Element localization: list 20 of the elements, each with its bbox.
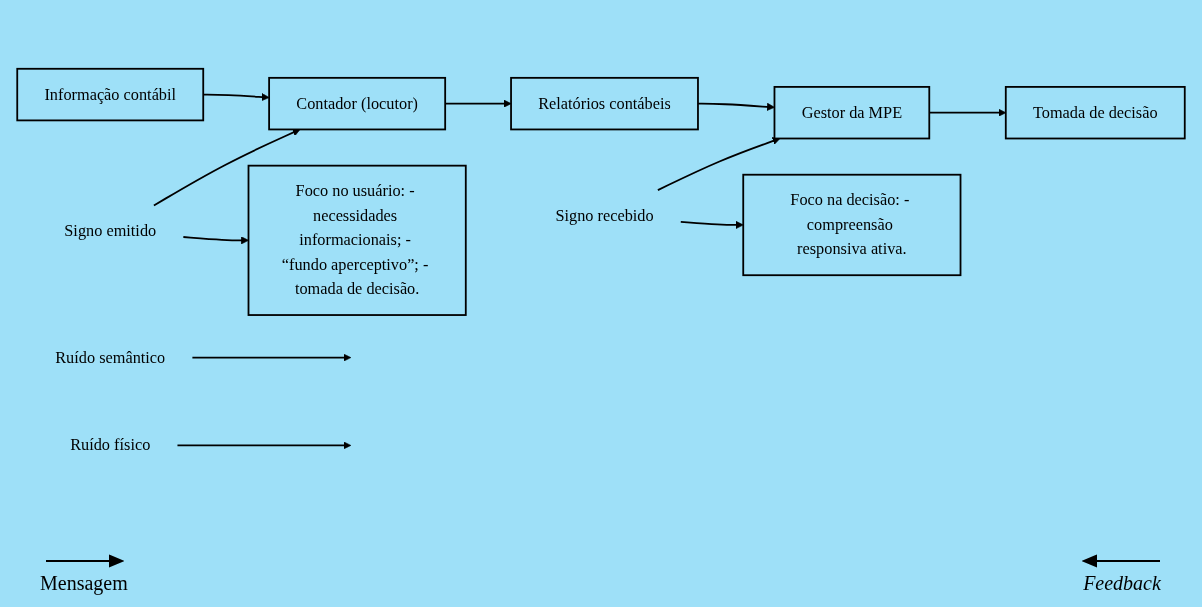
node-box: Gestor da MPE [773, 86, 931, 140]
arrow [697, 102, 775, 111]
node-box: Relatórios contábeis [510, 76, 699, 131]
arrow [182, 236, 249, 245]
caption-text: Feedback [1083, 572, 1161, 595]
arrow [152, 128, 301, 207]
node-text: Ruído físico [70, 435, 151, 455]
node-text: Ruído semântico [55, 348, 166, 367]
node-box: Foco no usuário: - necessidades informacionais; - “fundo aperceptivo”; - tomada de decisão. [247, 164, 467, 316]
node-box: Foco na decisão: - compreensão responsiva ativa. [742, 173, 962, 277]
caption-text: Mensagem [40, 572, 128, 595]
arrow [679, 220, 744, 229]
node-box: Informação contábil [16, 67, 205, 122]
arrow [191, 353, 352, 362]
node-box: Tomada de decisão [1004, 86, 1186, 140]
arrow [656, 137, 781, 191]
arrow [176, 441, 352, 450]
node-text: Signo recebido [555, 206, 654, 225]
node-box: Contador (locutor) [268, 76, 447, 131]
node-text: Signo emitido [64, 221, 157, 240]
